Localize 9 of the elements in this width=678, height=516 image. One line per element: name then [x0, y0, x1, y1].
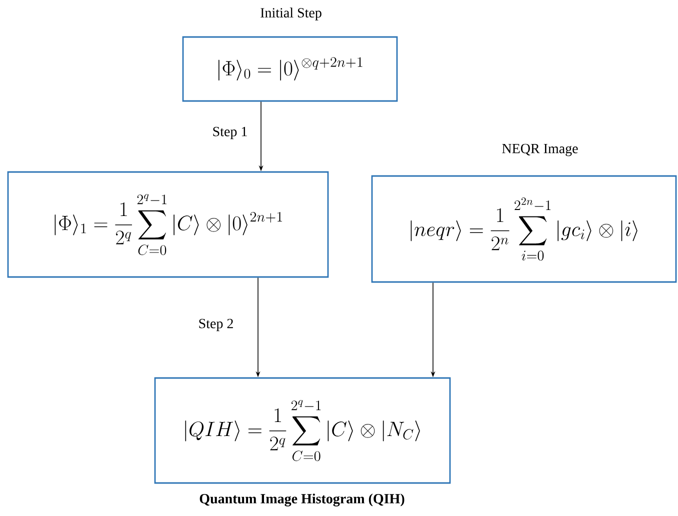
edge-label: Step 1: [213, 126, 247, 140]
formula-box: $|neqr\rangle = \frac{1}{2^n}\sum_{i=0}^{2^{2n}-1}|gc_i\rangle\otimes|i\rangle$: [371, 175, 677, 283]
formula-box: $|\Phi\rangle_1 = \frac{1}{2^q}\sum_{C=0}^{2^q-1}|C\rangle\otimes|0\rangle^{2n+1}$: [7, 171, 329, 278]
step-heading: NEQR Image: [502, 144, 578, 156]
formula-box: $|\Phi\rangle_0 = |0\rangle^{\otimes q+2n+1}$: [182, 36, 398, 102]
step-heading: Initial Step: [260, 8, 322, 20]
node-label: Quantum Image Histogram (QIH): [200, 494, 404, 506]
edge-label: Step 2: [199, 318, 233, 332]
formula-box: $|QIH\rangle = \frac{1}{2^q}\sum_{C=0}^{2^q-1}|C\rangle\otimes|N_C\rangle$: [154, 377, 451, 484]
